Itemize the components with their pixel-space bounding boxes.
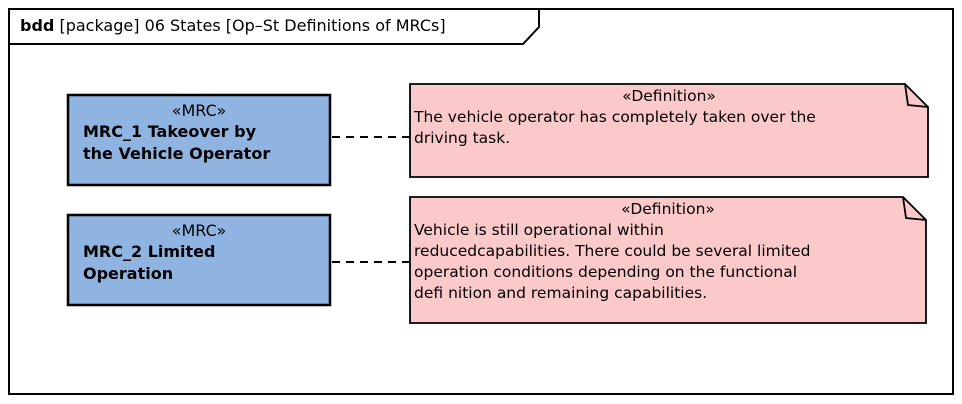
definition-note-1-stereotype: «Definition» [622, 87, 716, 105]
definition-note-1-shape[interactable] [409, 83, 929, 178]
definition-note-2-line-2: reducedcapabilities. There could be seve… [414, 242, 811, 260]
mrc-1-block-shape[interactable] [66, 93, 332, 187]
mrc-1-name-line-2: the Vehicle Operator [83, 144, 271, 163]
definition-note-1-line-2: driving task. [414, 129, 511, 147]
definition-note-2-line-1: Vehicle is still operational within [414, 221, 664, 239]
mrc-2-block[interactable]: «MRC» MRC_2 Limited Operation [68, 215, 330, 305]
definition-note-2-shape[interactable] [409, 196, 927, 324]
definition-note-2-stereotype: «Definition» [621, 200, 715, 218]
mrc-2-block-shape[interactable] [66, 213, 332, 307]
definition-note-2-line-3: operation conditions depending on the fu… [414, 263, 798, 281]
frame-title: bdd [package] 06 States [Op–St Definitio… [20, 15, 446, 37]
definition-note-2[interactable]: «Definition» Vehicle is still operationa… [410, 197, 926, 323]
mrc-2-name-line-2: Operation [83, 264, 174, 283]
definition-note-2-fold-icon [902, 196, 927, 221]
definition-note-1-fold-icon [904, 83, 929, 108]
mrc-1-name-line-1: MRC_1 Takeover by [83, 122, 257, 141]
mrc-2-stereotype: «MRC» [171, 221, 227, 240]
mrc-2-name-line-1: MRC_2 Limited [83, 242, 216, 261]
mrc-1-name: MRC_1 Takeover by the Vehicle Operator [68, 121, 330, 165]
mrc-1-block[interactable]: «MRC» MRC_1 Takeover by the Vehicle Oper… [68, 95, 330, 185]
mrc-2-name: MRC_2 Limited Operation [68, 241, 330, 285]
frame-title-keyword: bdd [20, 16, 55, 35]
frame-title-text: [package] 06 States [Op–St Definitions o… [54, 16, 446, 35]
definition-note-1-line-1: The vehicle operator has completely take… [414, 108, 816, 126]
definition-note-2-line-4: defi nition and remaining capabilities. [414, 284, 708, 302]
definition-note-1[interactable]: «Definition» The vehicle operator has co… [410, 84, 928, 177]
mrc-1-stereotype: «MRC» [171, 101, 227, 120]
frame-title-tab [8, 8, 540, 45]
